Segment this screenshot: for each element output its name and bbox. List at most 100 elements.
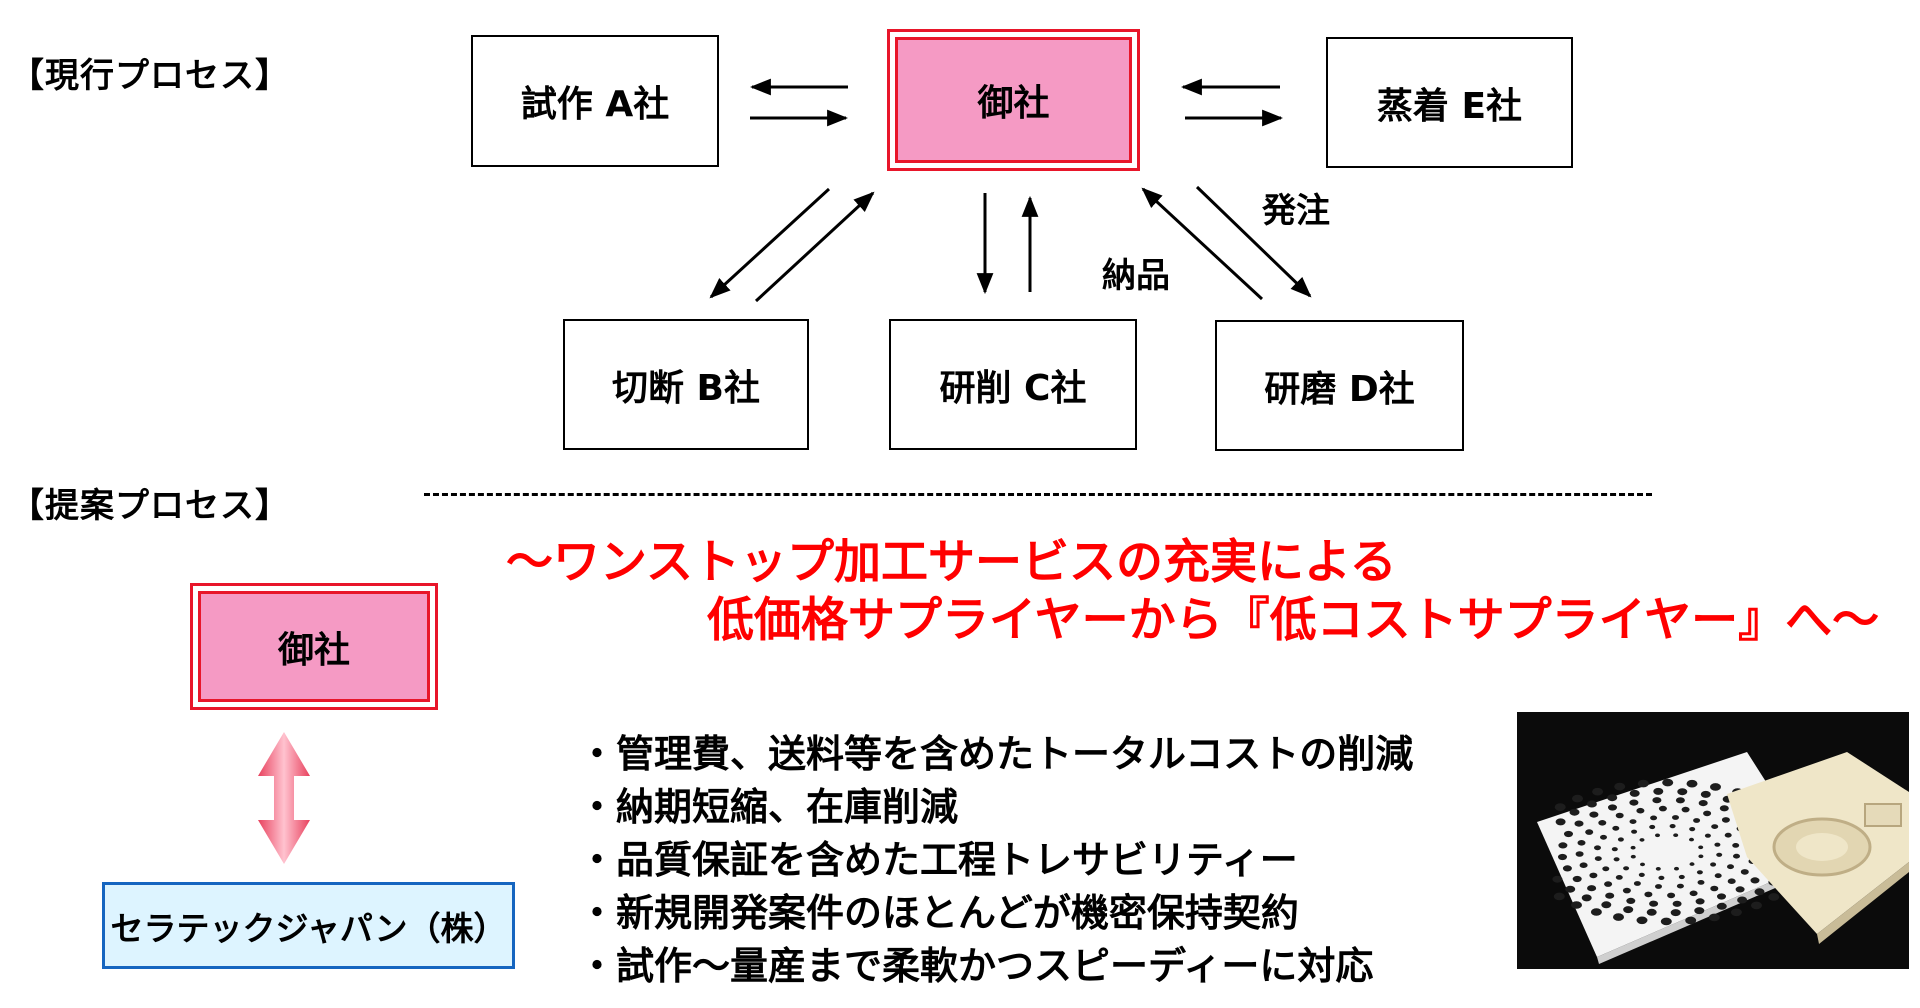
perforation-hole — [1572, 875, 1582, 883]
perforation-hole — [1640, 862, 1645, 867]
perforation-hole — [1598, 820, 1607, 826]
perforation-hole — [1649, 900, 1659, 907]
perforation-hole — [1602, 866, 1610, 872]
node-grinding-c: 研削 C社 — [889, 319, 1137, 450]
perforation-hole — [1768, 893, 1780, 901]
perforation-hole — [1614, 782, 1626, 791]
perforation-hole — [1653, 787, 1664, 795]
perforation-hole — [1636, 807, 1645, 814]
perforation-hole — [1698, 800, 1708, 807]
perforation-hole — [1615, 812, 1624, 819]
perforation-hole — [1629, 819, 1637, 824]
perforation-hole — [1553, 892, 1565, 901]
perforation-hole — [1710, 885, 1719, 892]
perforation-hole — [1677, 788, 1688, 796]
perforation-hole — [1587, 885, 1597, 892]
node-hub-proposed: 御社 — [190, 583, 438, 710]
perforation-hole — [1730, 908, 1742, 917]
perforation-hole — [1735, 886, 1745, 893]
perforation-hole — [1633, 881, 1641, 886]
perforation-hole — [1571, 901, 1582, 909]
perforation-hole — [1696, 870, 1703, 875]
perforation-hole — [1678, 874, 1685, 880]
perforation-hole — [1689, 827, 1696, 832]
node-hub-current: 御社 — [887, 29, 1140, 171]
perforation-hole — [1629, 799, 1639, 806]
perforation-hole — [1589, 872, 1598, 879]
perforation-hole — [1589, 811, 1599, 818]
perforation-hole — [1717, 893, 1726, 900]
arrow-b-to-hub — [754, 191, 875, 303]
perforation-hole — [1652, 797, 1662, 804]
perforation-hole — [1600, 834, 1607, 840]
perforation-hole — [1751, 901, 1762, 910]
perforation-hole — [1658, 875, 1665, 880]
perforation-hole — [1714, 842, 1721, 847]
slogan-line-2: 低価格サプライヤーから『低コストサプライヤー』へ〜 — [707, 593, 1880, 648]
perforation-hole — [1689, 890, 1698, 897]
perforation-hole — [1662, 778, 1674, 787]
perforation-hole — [1727, 878, 1736, 884]
perforation-hole — [1685, 916, 1697, 925]
perforation-hole — [1630, 854, 1636, 859]
perforation-hole — [1552, 875, 1563, 883]
perforation-hole — [1638, 872, 1645, 877]
perforation-hole — [1698, 845, 1704, 850]
perforation-hole — [1698, 854, 1704, 859]
perforation-hole — [1681, 806, 1690, 813]
node-cutting-b: 切断 B社 — [563, 319, 809, 450]
perforation-hole — [1703, 810, 1712, 817]
perforation-hole — [1669, 824, 1676, 829]
perforation-hole — [1594, 856, 1602, 861]
partner-company-box: セラテックジャパン（株） — [102, 882, 515, 969]
perforation-hole — [1733, 853, 1740, 859]
perforation-hole — [1676, 883, 1684, 889]
perforation-hole — [1686, 779, 1698, 788]
perforation-hole — [1710, 783, 1721, 791]
perforation-hole — [1658, 805, 1667, 812]
perforation-hole — [1612, 825, 1620, 831]
double-arrow-hub-partner — [258, 732, 310, 864]
perforation-hole — [1637, 779, 1649, 788]
perforation-hole — [1630, 845, 1636, 850]
perforation-hole — [1655, 867, 1661, 871]
slogan-line-1: 〜ワンストップ加工サービスの充実による — [506, 535, 1397, 590]
perforation-hole — [1613, 913, 1624, 921]
perforation-hole — [1585, 829, 1594, 835]
perforation-hole — [1562, 865, 1572, 872]
perforation-hole — [1629, 789, 1640, 797]
proposed-process-heading: 【提案プロセス】 — [10, 486, 290, 526]
perforation-hole — [1721, 817, 1730, 823]
perforation-hole — [1650, 815, 1658, 821]
perforation-hole — [1754, 888, 1765, 896]
perforation-hole — [1608, 804, 1617, 811]
perforation-hole — [1693, 818, 1701, 823]
perforation-hole — [1675, 797, 1685, 804]
perforation-hole — [1660, 917, 1672, 926]
perforation-hole — [1689, 837, 1694, 842]
perforation-hole — [1689, 862, 1695, 866]
perforation-hole — [1579, 862, 1588, 868]
edge-label-order: 発注 — [1262, 191, 1330, 231]
perforation-hole — [1672, 815, 1679, 820]
ceramic-product-photo — [1517, 712, 1909, 969]
node-deposition-e: 蒸着 E社 — [1326, 37, 1573, 168]
perforation-hole — [1626, 897, 1636, 904]
perforation-hole — [1711, 824, 1719, 829]
perforation-hole — [1572, 794, 1583, 803]
perforation-hole — [1670, 909, 1681, 917]
perforation-hole — [1727, 864, 1734, 870]
perforation-hole — [1622, 887, 1631, 894]
perforation-hole — [1716, 902, 1727, 910]
section-divider — [424, 493, 1652, 496]
perforation-hole — [1617, 837, 1624, 842]
node-polishing-d: 研磨 D社 — [1215, 320, 1464, 451]
perforation-hole — [1558, 842, 1568, 849]
perforation-hole — [1575, 851, 1584, 857]
perforation-hole — [1655, 884, 1662, 889]
perforation-hole — [1704, 833, 1711, 838]
perforation-hole — [1611, 847, 1618, 852]
perforation-hole — [1716, 852, 1723, 857]
perforation-hole — [1631, 829, 1638, 834]
